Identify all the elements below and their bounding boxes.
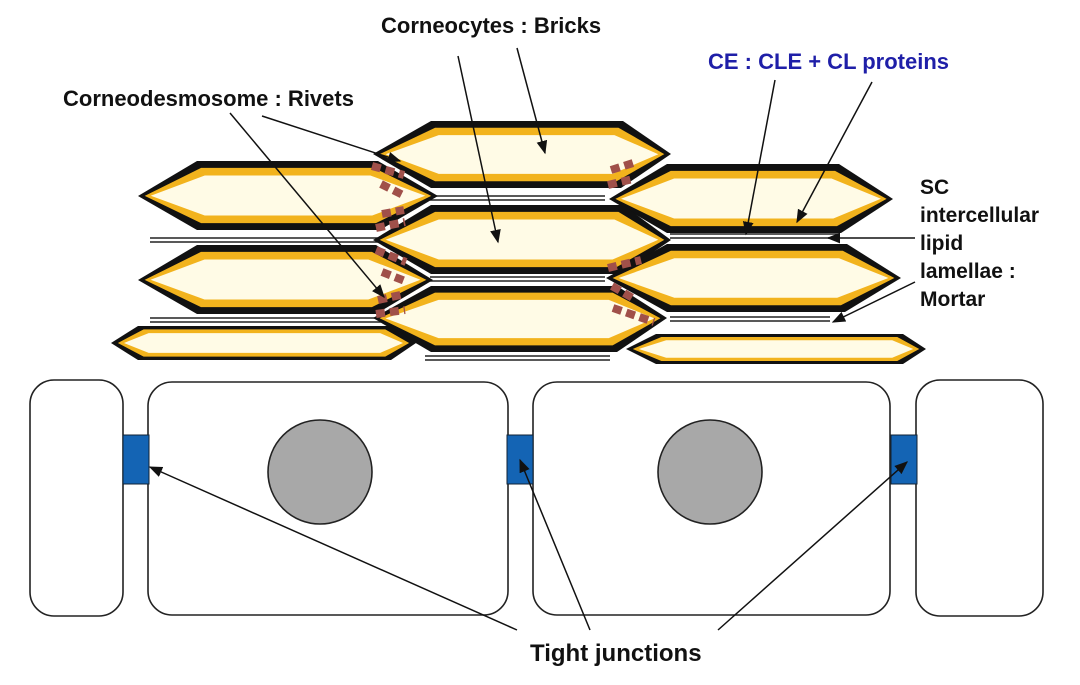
corneocyte-cytoplasm [621, 178, 881, 219]
corneodesmosome [374, 246, 408, 266]
tight-junction [506, 434, 534, 485]
mortar-label-line: lamellae : [920, 260, 1016, 283]
pointer-arrow [796, 81, 873, 224]
tight-junction [890, 434, 918, 485]
corneocyte-cytoplasm [150, 175, 426, 216]
corneocyte [626, 334, 926, 364]
pointer-arrow [831, 281, 916, 323]
pointer-arrow-layer [148, 47, 916, 631]
corneocyte [138, 161, 438, 230]
corneocyte-cytoplasm [385, 299, 655, 339]
epidermal-cell-layer [29, 379, 1044, 617]
corneocyte-cytoplasm [385, 219, 659, 260]
corneocyte [609, 164, 893, 233]
corneodesmosome [381, 206, 405, 218]
pointer-arrow [148, 466, 518, 631]
corneodesmosome [377, 290, 406, 304]
mortar-label: SC intercellular lipid lamellae : Mortar [920, 174, 1039, 314]
bricks-label: Corneocytes : Bricks [381, 13, 602, 38]
corneocyte [373, 205, 671, 274]
mortar-label-line: Mortar [920, 288, 986, 311]
pointer-arrow [516, 47, 548, 155]
corneocyte-layer [111, 121, 926, 364]
epidermal-cell [29, 379, 124, 617]
tight-junctions-label: Tight junctions [530, 640, 702, 667]
corneodesmosome [609, 282, 639, 304]
mortar-label-line: intercellular [920, 204, 1040, 227]
corneocyte-cytoplasm [638, 340, 914, 358]
corneocyte [111, 326, 416, 360]
corneocyte [606, 244, 901, 312]
corneocyte [373, 286, 667, 352]
corneodesmosome [370, 162, 406, 179]
mortar-label-line: SC [920, 176, 950, 199]
tight-junction [122, 434, 150, 485]
ce-label: CE : CLE + CL proteins [708, 49, 950, 74]
pointer-arrow [229, 112, 385, 299]
corneocyte [138, 245, 433, 314]
corneocyte-cytoplasm [618, 258, 889, 298]
pointer-arrow [457, 55, 501, 244]
corneodesmosome [607, 256, 642, 272]
corneodesmosome [607, 175, 634, 189]
mortar-label-line: lipid [920, 232, 964, 255]
corneodesmosome [379, 180, 407, 200]
rivets-label: Corneodesmosome : Rivets [63, 86, 354, 111]
lipid-lamellae-layer [150, 195, 840, 361]
corneocyte-cytoplasm [385, 135, 659, 174]
pointer-arrow [519, 458, 591, 631]
corneocyte-cytoplasm [123, 333, 404, 353]
corneodesmosome [611, 304, 656, 326]
tight-junction-layer [122, 434, 918, 485]
corneodesmosome [609, 159, 635, 174]
nucleus [267, 419, 373, 525]
corneodesmosome [380, 268, 407, 285]
corneodesmosome-layer [370, 159, 656, 326]
corneocyte [373, 121, 671, 188]
pointer-arrow [261, 115, 402, 163]
corneodesmosome [375, 218, 406, 232]
pointer-arrow [742, 79, 776, 236]
pointer-arrow [717, 461, 909, 631]
nucleus [657, 419, 763, 525]
corneocyte-cytoplasm [150, 259, 421, 300]
epidermal-cell [915, 379, 1044, 617]
corneodesmosome [375, 306, 406, 318]
